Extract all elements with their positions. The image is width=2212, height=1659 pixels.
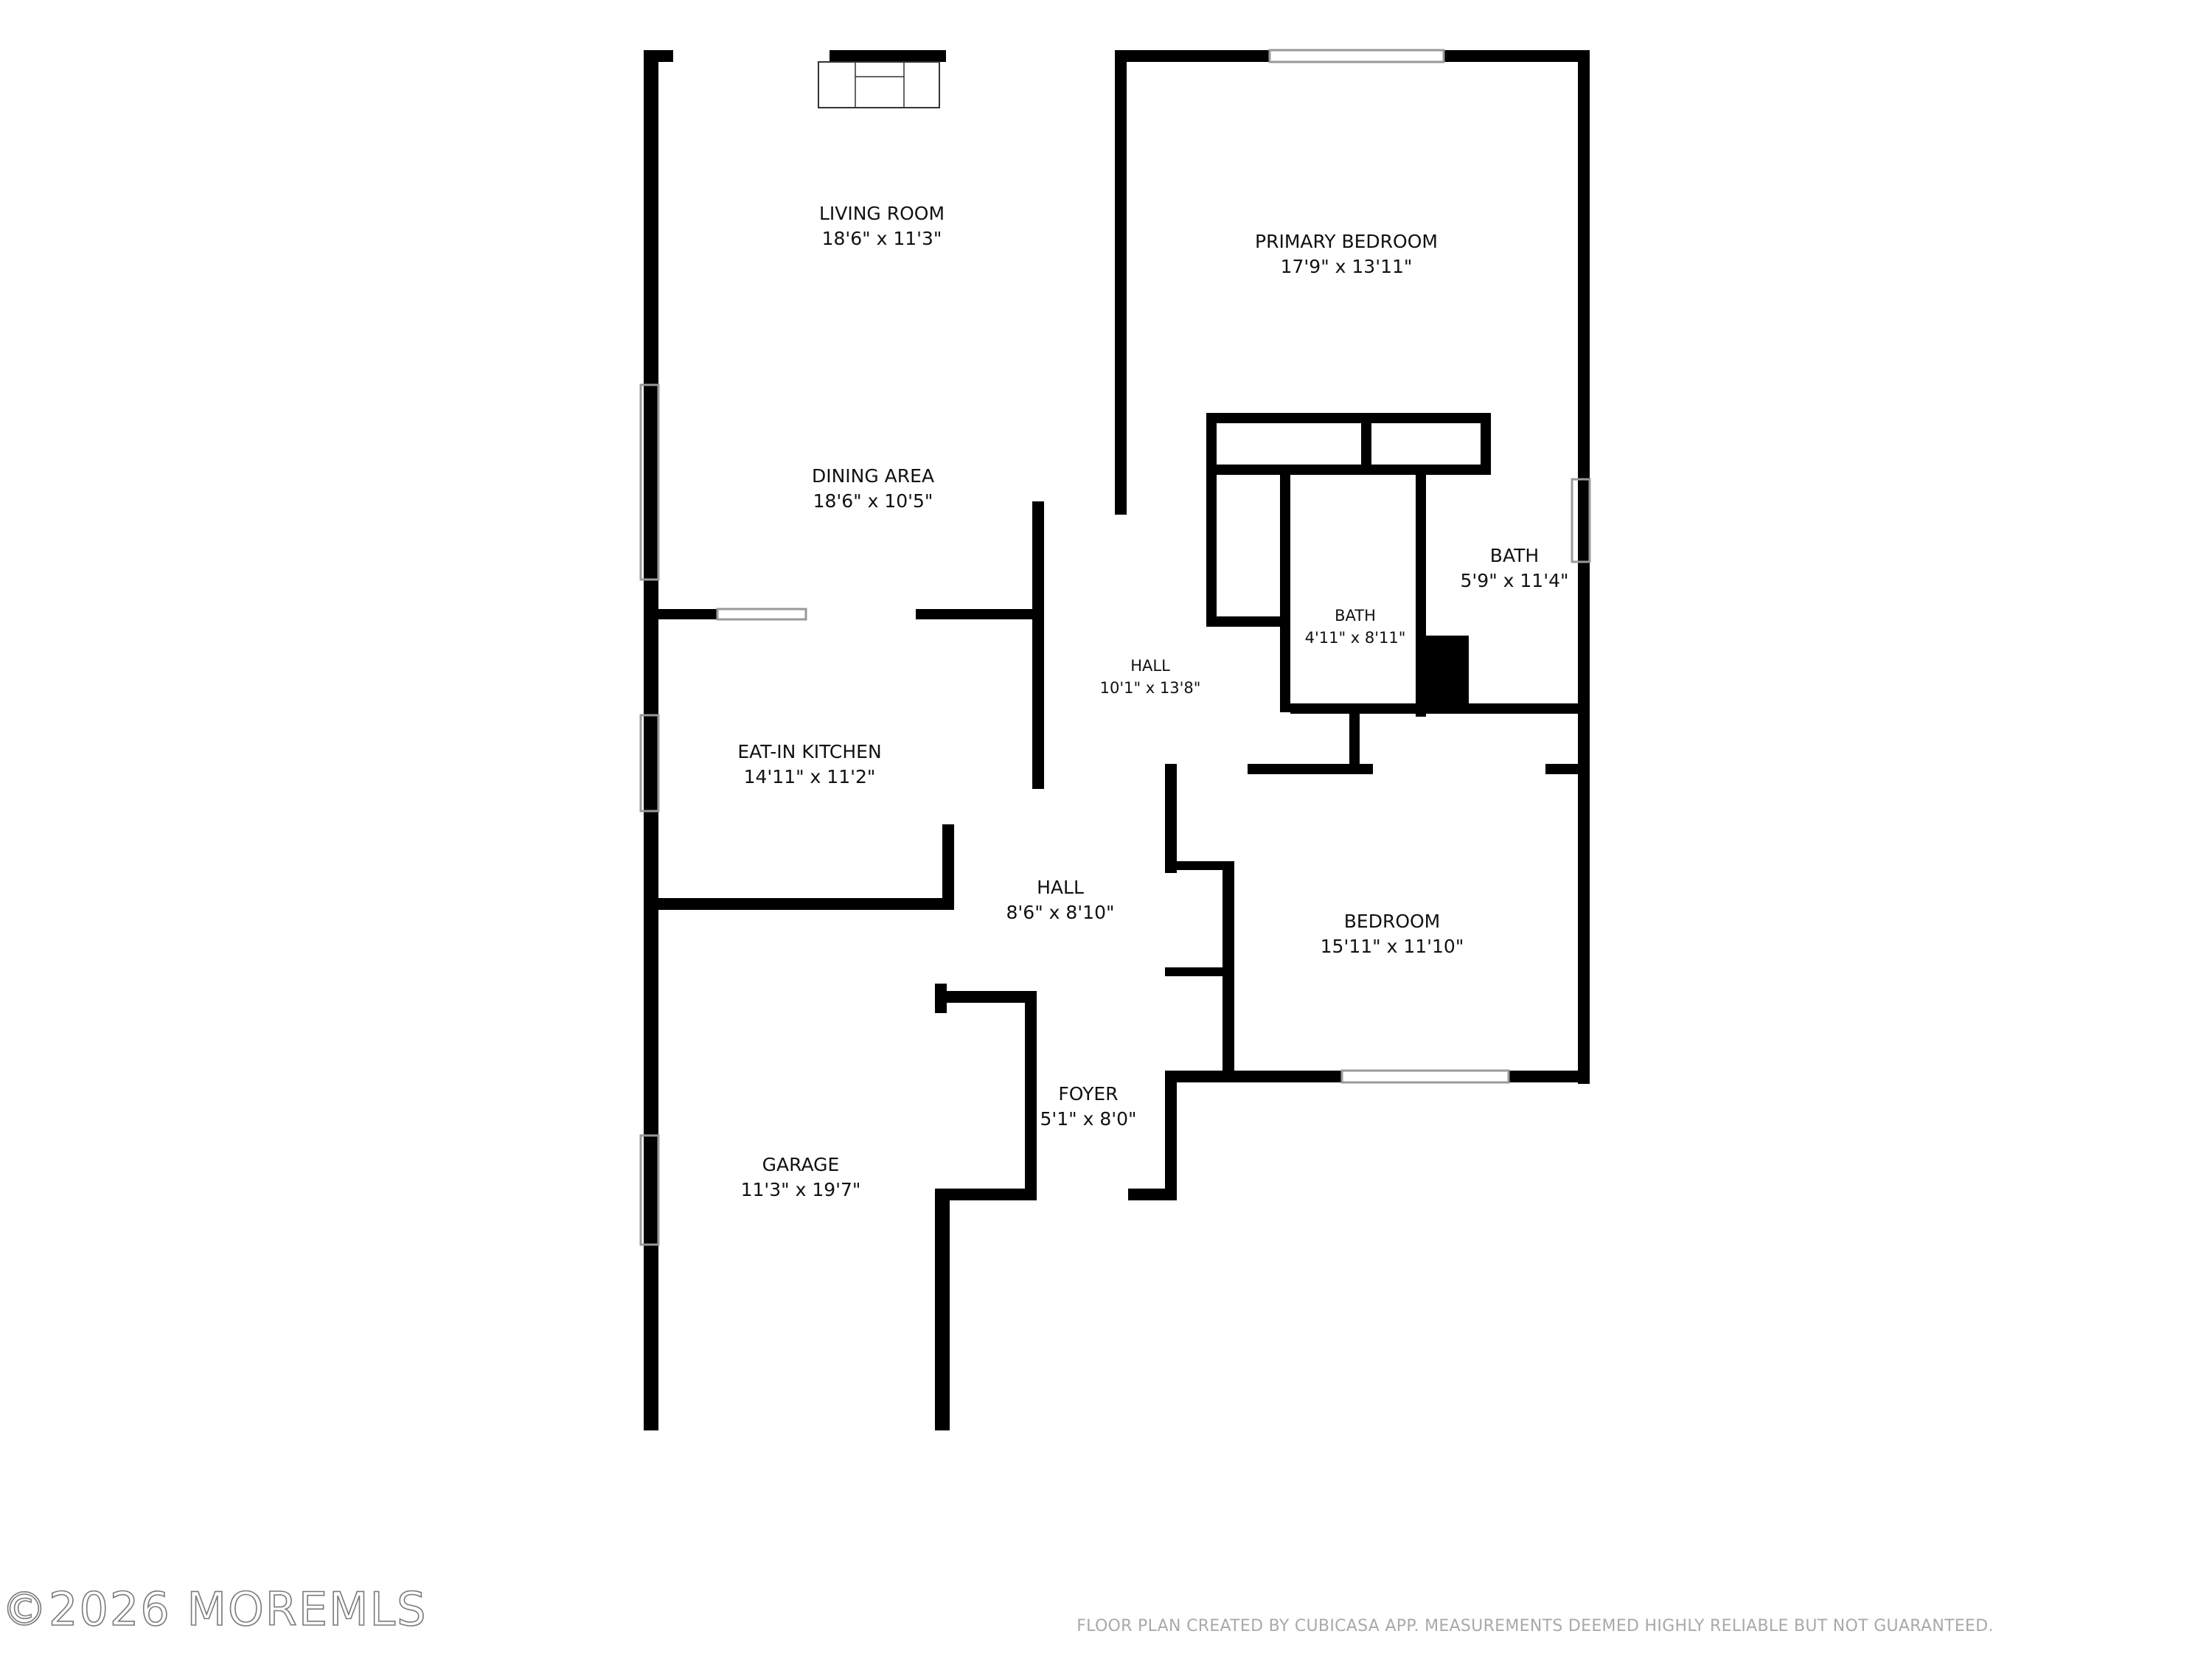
window-bath-right: [1571, 478, 1591, 563]
wall-top-left-cap: [644, 50, 673, 62]
wall-living-primary: [1115, 50, 1127, 515]
room-name-primary-bedroom: PRIMARY BEDROOM: [1255, 231, 1438, 252]
room-name-dining: DINING AREA: [812, 465, 934, 487]
room-dims-kitchen: 14'11" x 11'2": [744, 766, 876, 787]
wall-hall-bedroom: [1165, 764, 1177, 873]
room-dims-living: 18'6" x 11'3": [822, 228, 942, 249]
room-dims-hall-lower: 8'6" x 8'10": [1006, 902, 1115, 923]
room-dims-bath-large: 5'9" x 11'4": [1461, 570, 1569, 591]
watermark-text: ©2026 MOREMLS: [1, 1582, 427, 1636]
room-dims-primary-bedroom: 17'9" x 13'11": [1281, 256, 1413, 277]
footer-disclaimer: FLOOR PLAN CREATED BY CUBICASA APP. MEAS…: [1077, 1617, 1994, 1635]
wall-closet-bottom: [935, 1189, 1037, 1200]
window-left-garage: [639, 1134, 660, 1246]
wall-small-bath-left: [1280, 475, 1290, 712]
wall-linen-bottom: [1206, 616, 1289, 627]
room-dims-bath-small: 4'11" x 8'11": [1305, 629, 1406, 647]
wall-closet-top: [935, 991, 1037, 1003]
wall-bath-block-left: [1206, 413, 1217, 465]
wall-dining-kitchen-left: [644, 609, 717, 619]
wall-bedroom-bottom-left: [1165, 1071, 1342, 1082]
wall-left-outer: [644, 50, 658, 1430]
wall-foyer-bottom-right: [1128, 1189, 1177, 1200]
wall-bath-block-mid: [1361, 413, 1371, 475]
wall-foyer-right: [1165, 1071, 1177, 1200]
room-dims-hall-upper: 10'1" x 13'8": [1100, 679, 1201, 697]
fireplace-icon: [818, 61, 940, 108]
wall-garage-right: [935, 1189, 950, 1430]
wall-closets-bottom: [1206, 465, 1491, 475]
window-primary-top: [1268, 49, 1445, 63]
wall-bedroom-closet-top: [1165, 861, 1233, 870]
wall-bedroom-bottom-right: [1509, 1071, 1590, 1082]
wall-small-bath-right: [1416, 475, 1426, 717]
room-dims-foyer: 5'1" x 8'0": [1040, 1108, 1136, 1130]
wall-right-outer: [1578, 50, 1590, 1084]
wall-kitchen-hall: [942, 824, 954, 910]
window-bedroom-bottom: [1340, 1069, 1510, 1084]
wall-dining-hall-top: [1032, 501, 1044, 789]
wall-bath-block-top: [1206, 413, 1491, 423]
wall-top-right: [1115, 50, 1270, 62]
room-dims-bedroom: 15'11" x 11'10": [1321, 936, 1464, 957]
wall-tub-block: [1426, 636, 1469, 714]
window-left-kitchen: [639, 714, 660, 813]
wall-bedroom-top-right: [1545, 764, 1590, 774]
room-name-bath-small: BATH: [1335, 607, 1376, 625]
room-dims-garage: 11'3" x 19'7": [741, 1179, 861, 1200]
windows: [639, 49, 1591, 1246]
window-left-dining: [639, 383, 660, 581]
room-name-hall-upper: HALL: [1130, 657, 1170, 675]
room-name-garage: GARAGE: [762, 1154, 840, 1175]
fireplace: [818, 61, 940, 108]
room-name-bedroom: BEDROOM: [1344, 911, 1441, 932]
wall-kitchen-garage: [644, 898, 953, 910]
wall-baths-sub: [1349, 714, 1360, 774]
room-name-hall-lower: HALL: [1037, 877, 1084, 898]
wall-bedroom-closet-mid: [1165, 967, 1233, 976]
window-kitchen-divider: [716, 608, 807, 621]
room-name-living: LIVING ROOM: [819, 203, 945, 224]
walls: [644, 50, 1590, 1430]
room-dims-dining: 18'6" x 10'5": [813, 490, 933, 512]
wall-top-fireplace: [830, 50, 946, 62]
room-name-kitchen: EAT-IN KITCHEN: [737, 741, 881, 762]
wall-bedroom-top-left: [1248, 764, 1373, 774]
wall-closet-right: [1025, 991, 1037, 1194]
wall-bath-block-right: [1481, 413, 1491, 475]
wall-linen-left: [1206, 465, 1217, 627]
room-labels: LIVING ROOM 18'6" x 11'3" PRIMARY BEDROO…: [737, 203, 1568, 1200]
wall-top-right-2: [1444, 50, 1590, 62]
room-name-bath-large: BATH: [1490, 545, 1539, 566]
wall-dining-kitchen-right: [916, 609, 1041, 619]
room-name-foyer: FOYER: [1058, 1083, 1118, 1105]
